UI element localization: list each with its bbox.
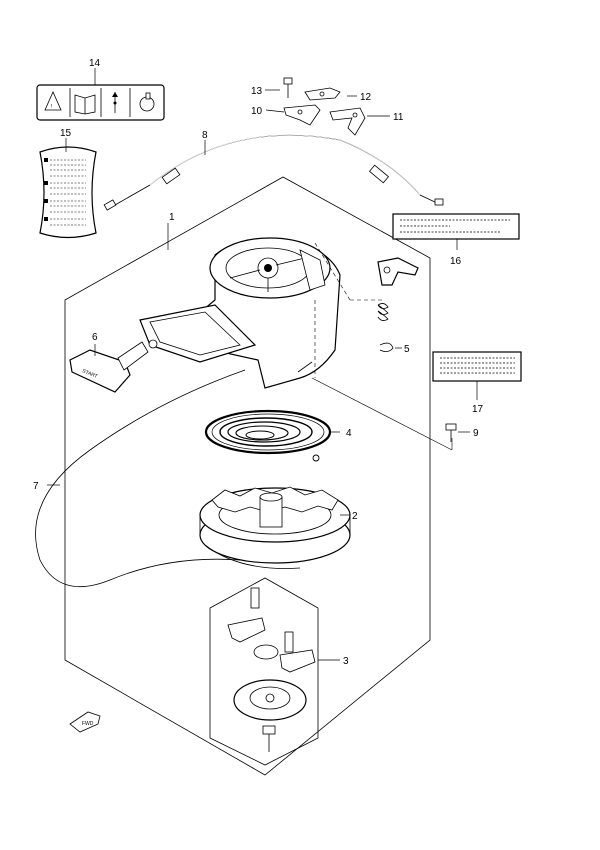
callout-8: 8	[202, 130, 208, 141]
callout-9: 9	[473, 428, 479, 439]
bracket-12	[304, 87, 341, 101]
starter-rope-part	[35, 369, 246, 587]
callout-12: 12	[360, 92, 372, 103]
instruction-label-part	[39, 146, 97, 239]
starter-handle-part: START	[69, 339, 158, 393]
callout-leader-lines	[47, 68, 478, 661]
ratchet-assembly-part	[209, 577, 319, 766]
callout-5: 5	[404, 344, 410, 355]
throttle-cable-part	[103, 134, 444, 211]
bolt-9-part	[445, 423, 457, 442]
callout-10: 10	[251, 106, 263, 117]
callout-4: 4	[346, 428, 352, 439]
svg-text:!: !	[51, 104, 52, 110]
warning-label-part: !	[36, 84, 165, 121]
stopper-lever-part	[377, 257, 419, 286]
assembly-outline	[64, 176, 431, 776]
decal-17-part	[432, 351, 522, 382]
assembly-guide-lines	[311, 242, 453, 451]
bracket-bolt-13	[283, 77, 293, 98]
bracket-11	[329, 107, 366, 136]
callout-16: 16	[450, 256, 462, 267]
decal-16-part	[392, 213, 520, 240]
bracket-10	[283, 104, 321, 126]
starter-housing-part	[139, 237, 341, 389]
callout-7: 7	[33, 481, 39, 492]
callout-15: 15	[60, 128, 72, 139]
callout-2: 2	[352, 511, 358, 522]
fwd-label: FWD	[82, 721, 94, 727]
callout-13: 13	[251, 86, 263, 97]
callout-17: 17	[472, 404, 484, 415]
callout-14: 14	[89, 58, 101, 69]
handle-start-text: START	[81, 368, 98, 380]
callout-1: 1	[169, 212, 175, 223]
forward-direction-icon: FWD	[69, 711, 101, 733]
callout-6: 6	[92, 332, 98, 343]
recoil-spring-part	[204, 409, 332, 462]
warning-triangle-icon	[44, 91, 62, 111]
callout-11: 11	[393, 112, 404, 123]
callout-3: 3	[343, 656, 349, 667]
return-spring-part	[377, 303, 394, 352]
rope-reel-part	[199, 486, 351, 569]
